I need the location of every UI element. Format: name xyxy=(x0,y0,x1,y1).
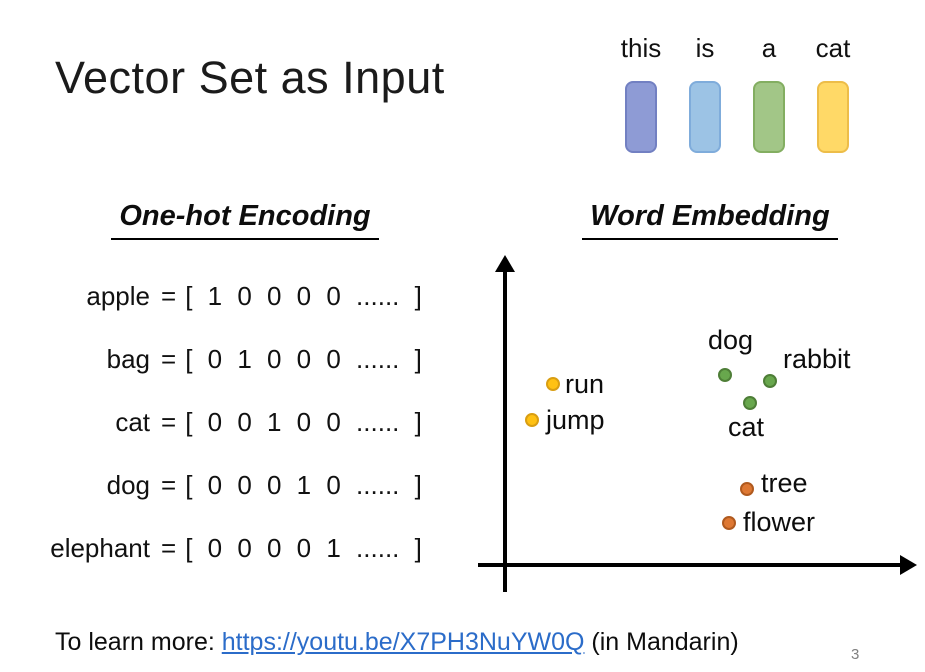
token-vector-bar xyxy=(689,81,721,153)
token-word: is xyxy=(695,33,715,63)
onehot-row-cat: cat = [ 0 0 1 0 0 ...... ] xyxy=(28,405,468,439)
point-dot-rabbit xyxy=(763,374,777,388)
point-dot-run xyxy=(546,377,560,391)
point-dot-dog xyxy=(718,368,732,382)
footer-learn-more: To learn more: https://youtu.be/X7PH3NuY… xyxy=(55,628,739,657)
point-label-rabbit: rabbit xyxy=(783,344,851,374)
token-a: a xyxy=(740,32,798,153)
onehot-heading: One-hot Encoding xyxy=(111,200,379,240)
onehot-equations: apple = [ 1 0 0 0 0 ...... ] bag = [ 0 1 0 0… xyxy=(28,279,468,594)
onehot-word: cat xyxy=(115,407,150,437)
point-label-cat: cat xyxy=(728,412,765,442)
onehot-row-apple: apple = [ 1 0 0 0 0 ...... ] xyxy=(28,279,468,313)
point-label-tree: tree xyxy=(761,468,808,498)
youtube-link[interactable]: https://youtu.be/X7PH3NuYW0Q xyxy=(221,628,585,656)
embedding-heading-wrap: Word Embedding xyxy=(545,200,875,240)
point-label-dog: dog xyxy=(708,325,754,355)
page-number: 3 xyxy=(851,646,860,663)
point-dot-tree xyxy=(740,482,754,496)
embedding-plot: run jump dog rabbit cat tree flower xyxy=(470,250,925,610)
point-dot-cat xyxy=(743,396,757,410)
onehot-vector: [ 0 0 1 0 0 ...... ] xyxy=(185,407,422,437)
sentence-token-strip: this is a cat xyxy=(612,32,862,153)
onehot-word: apple xyxy=(86,281,150,311)
token-is: is xyxy=(676,32,734,153)
slide-title: Vector Set as Input xyxy=(55,52,445,103)
token-vector-bar xyxy=(817,81,849,153)
token-word: cat xyxy=(815,33,851,63)
footer-suffix: (in Mandarin) xyxy=(591,628,739,656)
equals-sign: = xyxy=(161,470,177,500)
y-axis-line xyxy=(503,270,507,592)
equals-sign: = xyxy=(161,281,177,311)
point-label-run: run xyxy=(565,369,605,399)
onehot-vector: [ 0 1 0 0 0 ...... ] xyxy=(185,344,422,374)
onehot-vector: [ 0 0 0 0 1 ...... ] xyxy=(185,533,422,563)
onehot-word: bag xyxy=(106,344,150,374)
equals-sign: = xyxy=(161,344,177,374)
onehot-word: elephant xyxy=(50,533,150,563)
y-axis-arrowhead-icon xyxy=(495,255,515,272)
onehot-vector: [ 0 0 0 1 0 ...... ] xyxy=(185,470,422,500)
onehot-row-elephant: elephant = [ 0 0 0 0 1 ...... ] xyxy=(28,531,468,565)
onehot-heading-wrap: One-hot Encoding xyxy=(30,200,460,240)
onehot-row-bag: bag = [ 0 1 0 0 0 ...... ] xyxy=(28,342,468,376)
embedding-heading: Word Embedding xyxy=(582,200,838,240)
footer-prefix: To learn more: xyxy=(55,628,215,656)
token-this: this xyxy=(612,32,670,153)
token-vector-bar xyxy=(753,81,785,153)
equals-sign: = xyxy=(161,407,177,437)
point-dot-jump xyxy=(525,413,539,427)
point-label-flower: flower xyxy=(743,507,816,537)
x-axis-line xyxy=(478,563,902,567)
token-word: a xyxy=(761,33,777,63)
equals-sign: = xyxy=(161,533,177,563)
token-cat: cat xyxy=(804,32,862,153)
x-axis-arrowhead-icon xyxy=(900,555,917,575)
onehot-vector: [ 1 0 0 0 0 ...... ] xyxy=(185,281,422,311)
token-vector-bar xyxy=(625,81,657,153)
token-word: this xyxy=(620,33,662,63)
point-dot-flower xyxy=(722,516,736,530)
point-label-jump: jump xyxy=(546,405,605,435)
onehot-row-dog: dog = [ 0 0 0 1 0 ...... ] xyxy=(28,468,468,502)
onehot-word: dog xyxy=(106,470,150,500)
